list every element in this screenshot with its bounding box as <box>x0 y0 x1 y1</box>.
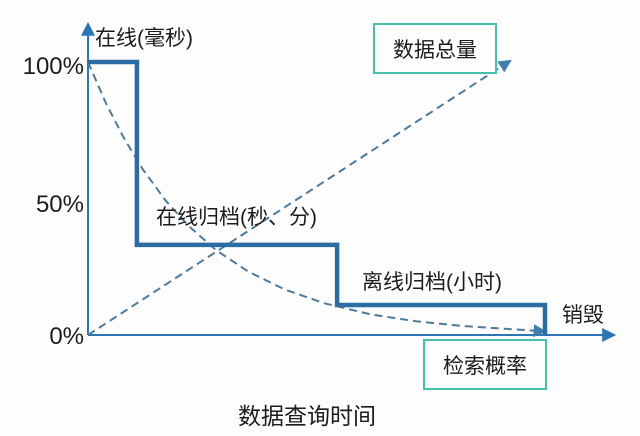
stage-label-offline-archive: 离线归档(小时) <box>362 271 502 294</box>
data-total-callout: 数据总量 <box>373 23 497 74</box>
retrieval-probability-curve <box>87 61 547 338</box>
stage-label-online-archive: 在线归档(秒、分) <box>156 206 317 229</box>
x-axis-title: 数据查询时间 <box>238 403 376 429</box>
y-tick-0: 0% <box>49 323 84 350</box>
data-total-line <box>87 59 512 336</box>
y-tick-100: 100% <box>22 53 84 80</box>
stage-label-destroy: 销毁 <box>562 304 604 327</box>
data-total-callout-label: 数据总量 <box>393 38 477 62</box>
retrieval-probability-callout: 检索概率 <box>423 339 547 390</box>
retrieval-probability-callout-label: 检索概率 <box>443 354 527 378</box>
y-tick-50: 50% <box>35 191 84 218</box>
stage-label-online: 在线(毫秒) <box>95 27 193 50</box>
lifecycle-step-line <box>88 59 548 335</box>
